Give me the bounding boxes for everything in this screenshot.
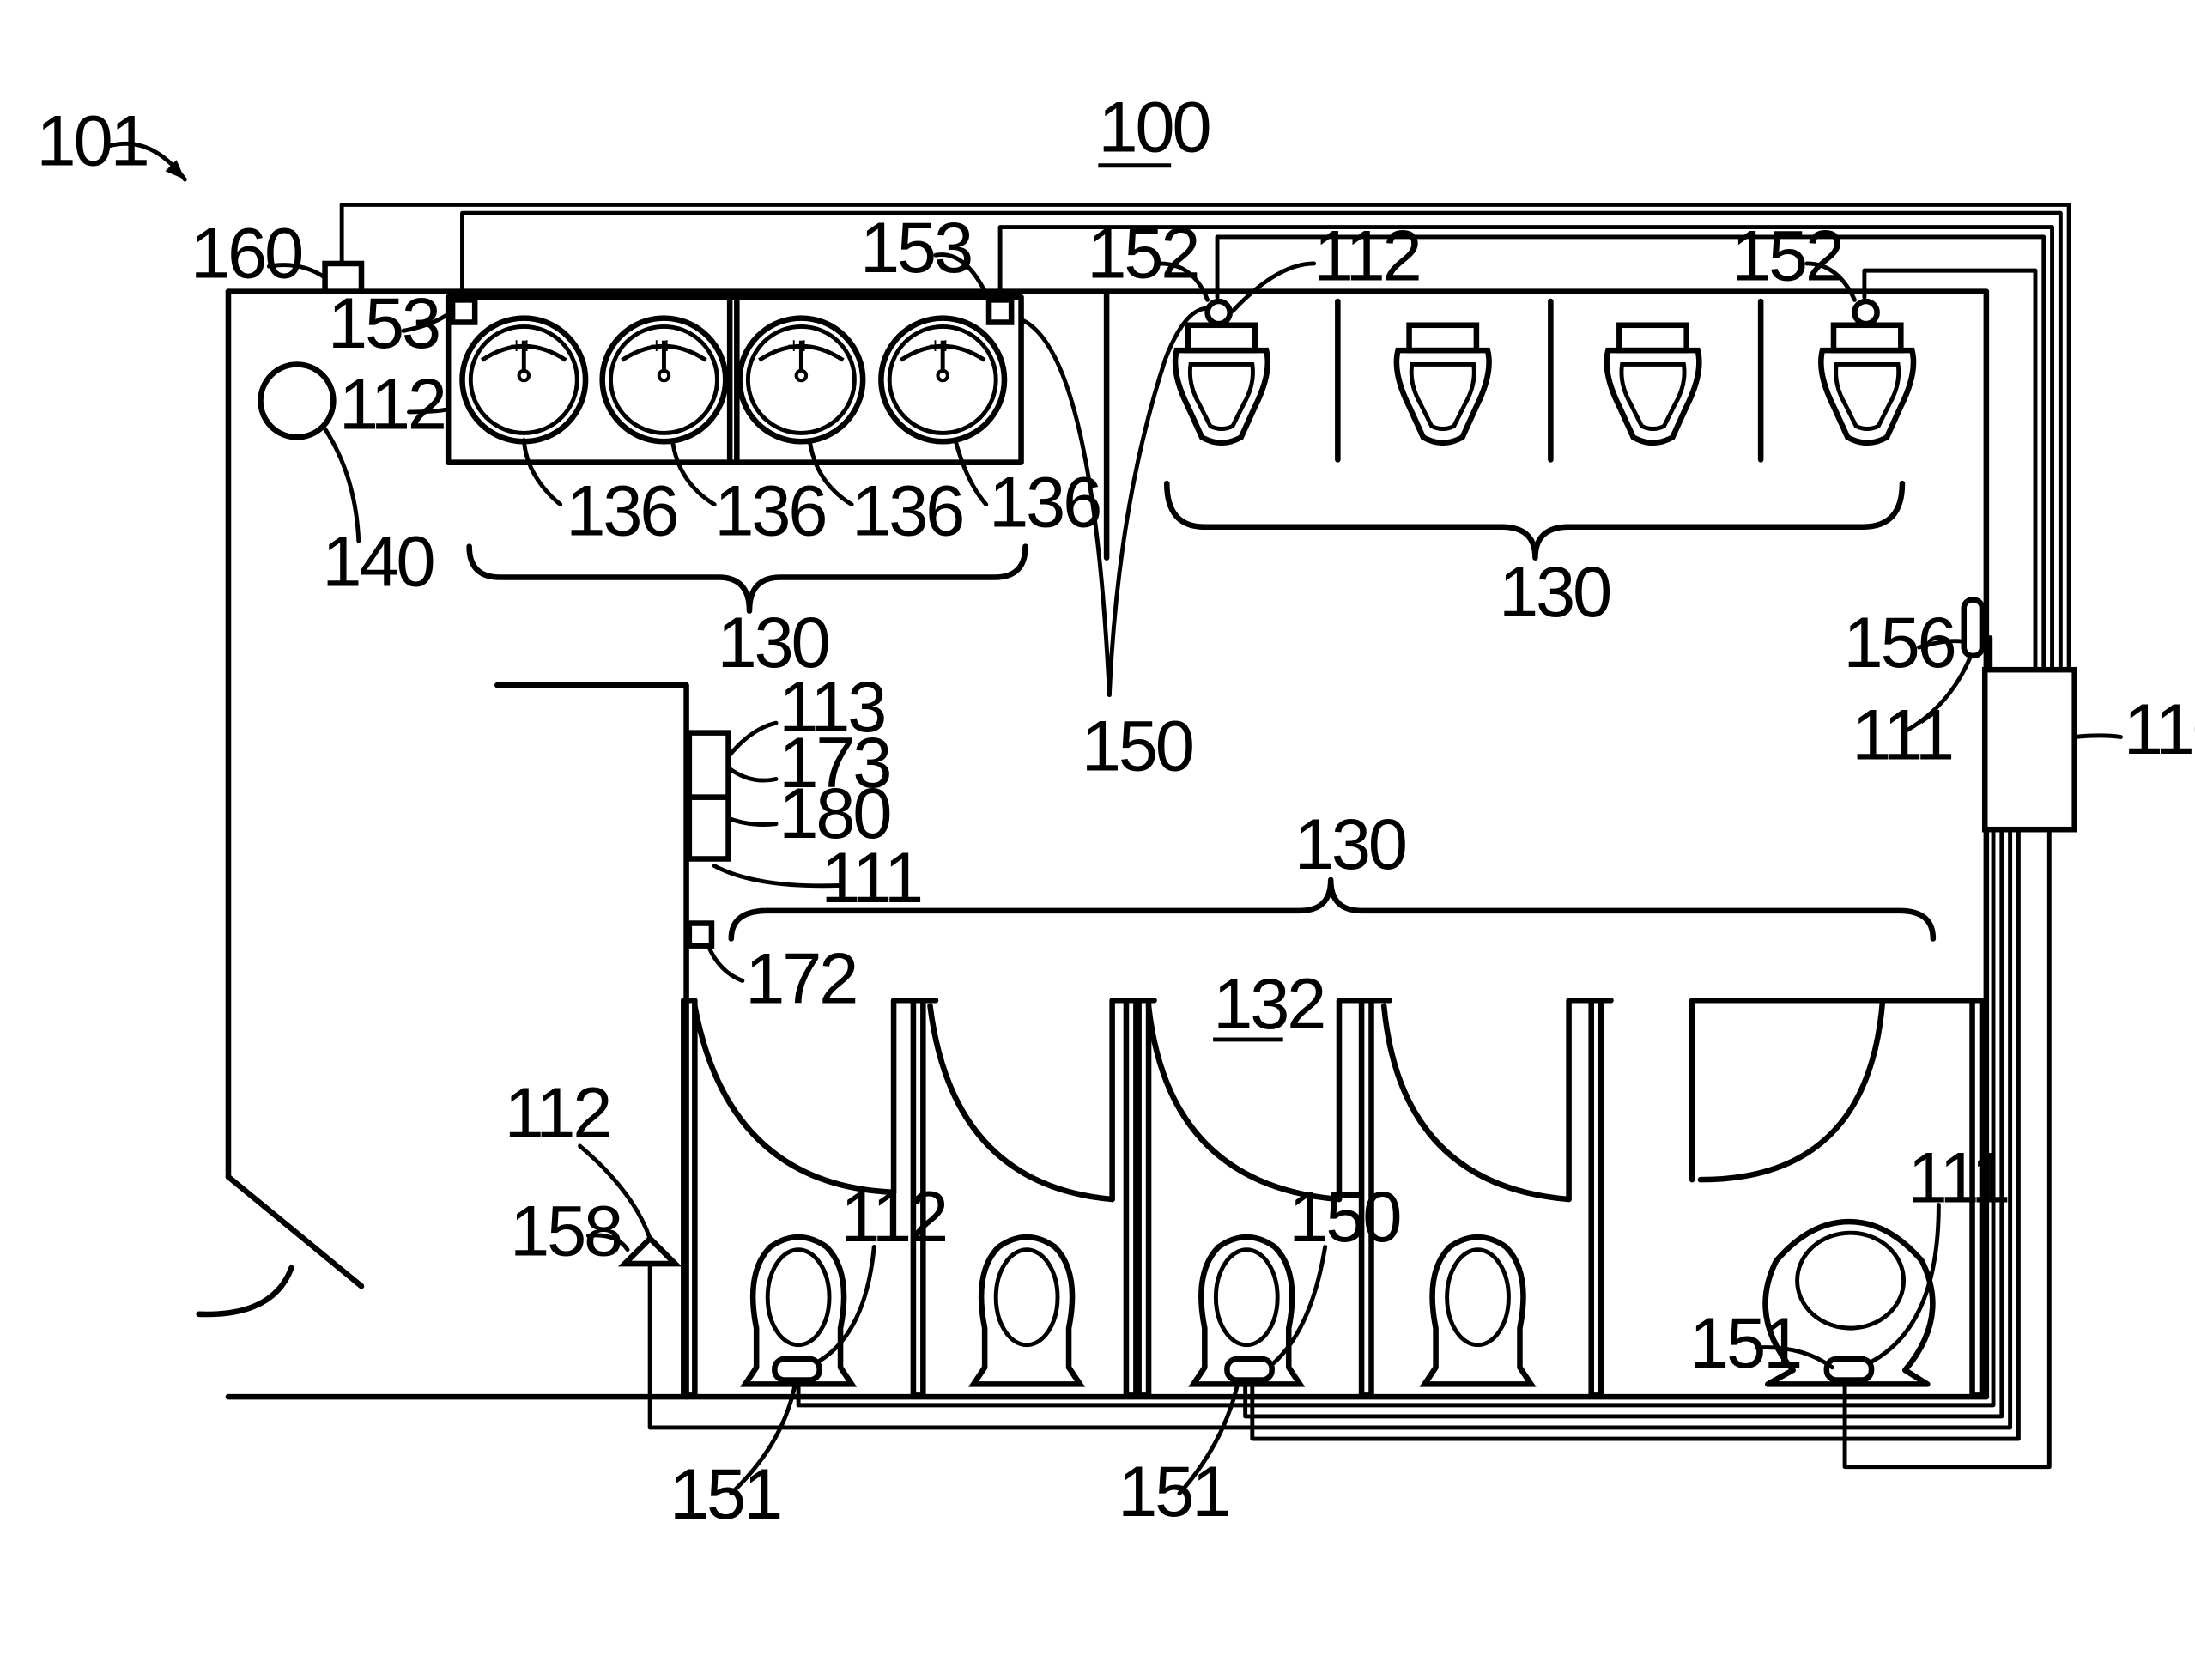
label-151-left: 151 — [670, 1454, 780, 1534]
label-136-2: 136 — [714, 471, 825, 551]
sink-3 — [740, 318, 864, 442]
label-151-right: 151 — [1689, 1303, 1800, 1383]
label-136-1: 136 — [566, 471, 676, 551]
flush-sensor-151-2 — [1227, 1359, 1271, 1380]
flush-sensor-151-1 — [774, 1359, 819, 1380]
label-112-urinal: 112 — [1314, 216, 1420, 296]
label-111-right: 111 — [1852, 695, 1952, 775]
label-151-mid: 151 — [1118, 1452, 1228, 1531]
label-130-urinals: 130 — [1499, 552, 1610, 632]
label-172: 172 — [745, 939, 856, 1019]
urinal-4 — [1821, 325, 1913, 443]
label-130-stalls: 130 — [1295, 804, 1406, 884]
label-160: 160 — [191, 213, 302, 293]
building-outline — [199, 292, 1986, 1397]
label-112-toilet: 112 — [840, 1177, 946, 1257]
label-156: 156 — [1843, 603, 1954, 682]
toilet-2 — [973, 1237, 1080, 1384]
toilet-4 — [1425, 1237, 1531, 1384]
controller-box — [1985, 670, 2074, 829]
label-111-wall: 111 — [821, 838, 921, 918]
label-112-entry: 112 — [504, 1073, 609, 1153]
sensor-156 — [1964, 600, 1982, 656]
label-152-right: 152 — [1731, 216, 1842, 296]
label-153-right: 153 — [860, 208, 971, 288]
label-132: 132 — [1213, 964, 1324, 1044]
label-100: 100 — [1098, 87, 1210, 167]
urinal-3 — [1607, 325, 1700, 443]
device-180 — [689, 798, 729, 859]
label-150-toilet: 150 — [1289, 1177, 1400, 1257]
label-153-left: 153 — [328, 283, 439, 363]
brace-130-urinals — [1167, 483, 1902, 557]
label-136-3: 136 — [852, 471, 962, 551]
sink-counter — [448, 297, 1021, 463]
sensor-158 — [625, 1239, 676, 1264]
brace-130-sinks — [470, 547, 1026, 611]
urinal-1 — [1175, 325, 1268, 443]
label-110: 110 — [2124, 689, 2195, 769]
label-150-top: 150 — [1082, 707, 1193, 786]
label-111-toilet: 111 — [1907, 1137, 2008, 1217]
sink-4 — [881, 318, 1004, 442]
flush-sensor-151-3 — [1827, 1359, 1871, 1380]
label-158: 158 — [510, 1191, 621, 1271]
label-152-left: 152 — [1087, 213, 1198, 293]
label-101: 101 — [36, 101, 147, 181]
label-112-sinks: 112 — [339, 365, 445, 445]
device-173 — [689, 733, 729, 798]
sensor-152-left — [1208, 301, 1230, 324]
sink-2 — [603, 318, 726, 442]
sink-1 — [462, 318, 585, 442]
sensor-152-right — [1854, 301, 1877, 324]
label-136-4: 136 — [989, 463, 1100, 543]
urinal-2 — [1397, 325, 1489, 443]
sensor-153-left — [452, 300, 475, 322]
hand-dryer — [261, 364, 334, 437]
sensor-153-right — [989, 300, 1011, 322]
label-140: 140 — [322, 521, 434, 601]
sensor-172 — [689, 924, 712, 946]
